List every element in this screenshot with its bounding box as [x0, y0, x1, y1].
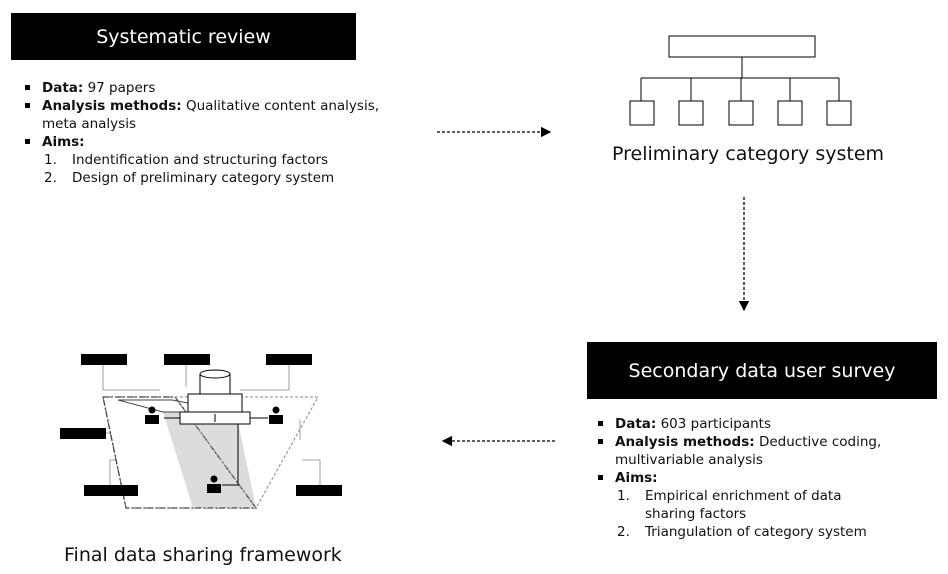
methods-label: Analysis methods:	[615, 434, 755, 450]
aim-number: 1.	[44, 152, 57, 168]
framework-caption: Final data sharing framework	[64, 544, 342, 566]
aim-item: 1. Empirical enrichment of data	[597, 487, 937, 505]
aim-text: sharing factors	[645, 506, 747, 522]
systematic-review-title-box: Systematic review	[11, 13, 356, 60]
aim-item: 2. Triangulation of category system	[597, 523, 937, 541]
methods-value-cont: meta analysis	[42, 116, 136, 132]
label-bar	[60, 428, 106, 439]
systematic-review-details: Data: 97 papers Analysis methods: Qualit…	[24, 79, 384, 187]
data-label: Data:	[42, 80, 84, 96]
methods-value: Qualitative content analysis,	[185, 98, 380, 114]
bullet-icon	[598, 439, 603, 444]
bullet-icon	[25, 85, 30, 90]
aim-text: Triangulation of category system	[645, 524, 867, 540]
bullet-icon	[25, 139, 30, 144]
hierarchy-root-box	[668, 35, 816, 58]
methods-label: Analysis methods:	[42, 98, 182, 114]
data-value: 97 papers	[87, 80, 156, 96]
label-bar	[84, 485, 138, 496]
aims-label: Aims:	[42, 134, 85, 150]
survey-details: Data: 603 participants Analysis methods:…	[597, 415, 937, 541]
label-bar	[81, 354, 127, 365]
person-icon	[207, 475, 221, 493]
hierarchy-diagram	[629, 35, 852, 126]
hierarchy-child-box	[728, 100, 754, 126]
aim-item: 2. Design of preliminary category system	[24, 169, 384, 187]
aim-number: 2.	[617, 524, 630, 540]
bullet-icon	[25, 103, 30, 108]
preliminary-caption: Preliminary category system	[612, 143, 885, 165]
label-bar	[266, 354, 312, 365]
data-value: 603 participants	[660, 416, 771, 432]
survey-title: Secondary data user survey	[628, 359, 896, 382]
methods-value: Deductive coding,	[758, 434, 882, 450]
person-icon	[269, 406, 283, 424]
survey-title-box: Secondary data user survey	[587, 342, 937, 399]
hierarchy-child-box	[678, 100, 704, 126]
label-bar	[296, 485, 342, 496]
methods-value-cont: multivariable analysis	[615, 452, 763, 468]
aim-text: Indentification and structuring factors	[72, 152, 329, 168]
bullet-icon	[598, 475, 603, 480]
hierarchy-child-box	[629, 100, 655, 126]
aim-number: 2.	[44, 170, 57, 186]
data-label: Data:	[615, 416, 657, 432]
aim-number: 1.	[617, 488, 630, 504]
aim-text: Design of preliminary category system	[72, 170, 335, 186]
aim-item: 1. Indentification and structuring facto…	[24, 151, 384, 169]
label-bar	[164, 354, 210, 365]
person-icon	[145, 406, 159, 424]
framework-diagram	[60, 354, 342, 509]
systematic-review-title: Systematic review	[96, 25, 271, 48]
aim-item-cont: sharing factors	[597, 505, 937, 523]
aim-text: Empirical enrichment of data	[645, 488, 842, 504]
aims-label: Aims:	[615, 470, 658, 486]
hierarchy-child-box	[826, 100, 852, 126]
bullet-icon	[598, 421, 603, 426]
hierarchy-child-box	[777, 100, 803, 126]
